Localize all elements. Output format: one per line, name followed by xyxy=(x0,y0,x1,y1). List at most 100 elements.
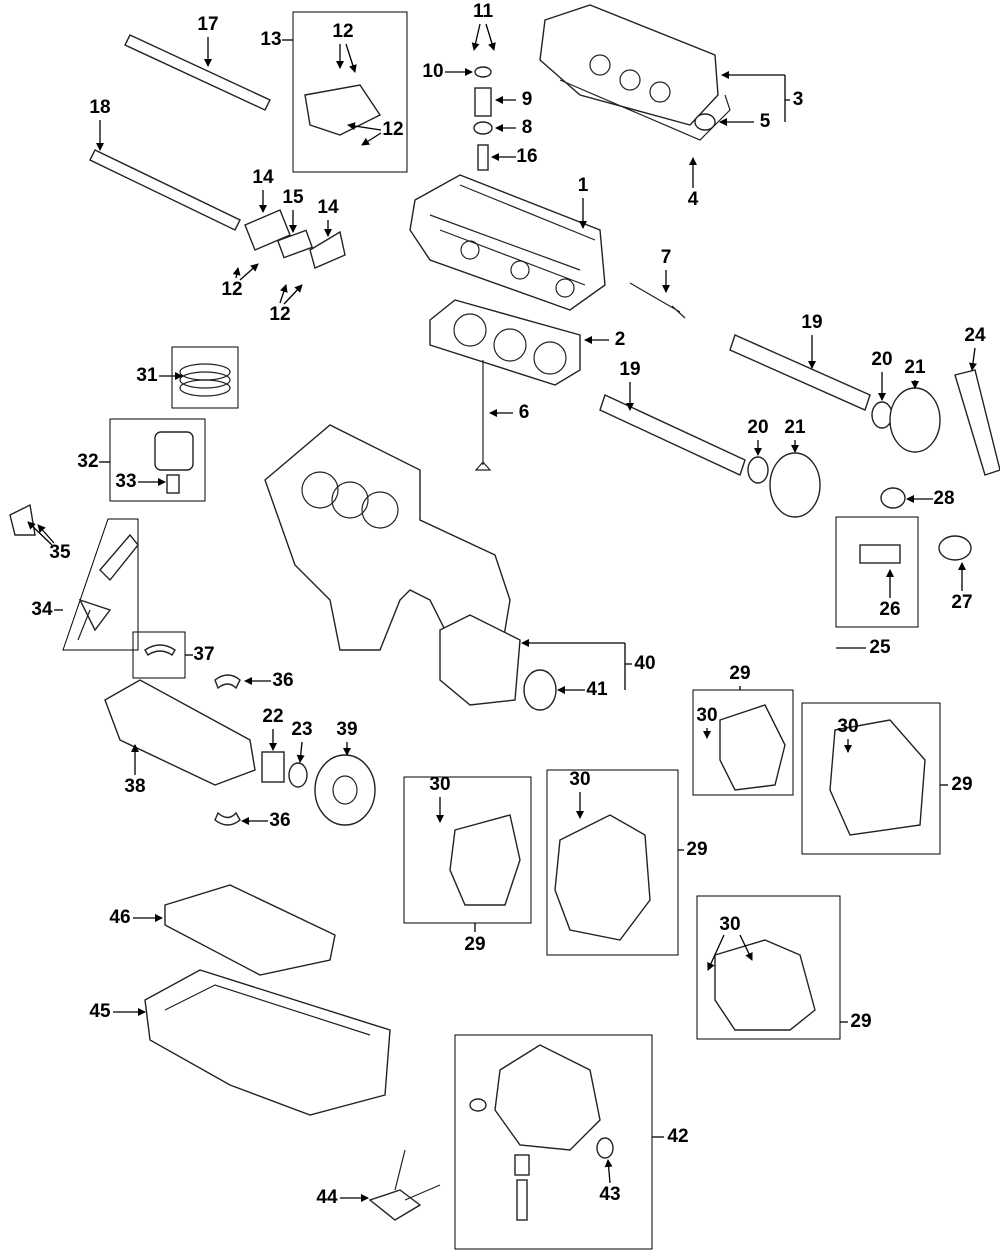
callout-label: 41 xyxy=(586,679,608,700)
callout-25: 25 xyxy=(869,637,891,658)
callout-arrow xyxy=(707,934,725,971)
callout-label: 19 xyxy=(619,359,640,380)
callout-label: 29 xyxy=(951,774,972,795)
callout-26: 26 xyxy=(879,569,901,620)
timing-belt xyxy=(954,369,1000,476)
callout-arrow xyxy=(968,347,977,371)
callout-arrow xyxy=(232,267,241,279)
callout-label: 35 xyxy=(49,542,71,563)
callout-label: 27 xyxy=(951,592,972,613)
callout-32: 32 xyxy=(77,451,98,472)
callout-label: 36 xyxy=(272,670,293,691)
callout-label: 30 xyxy=(429,774,450,795)
rocker-arms xyxy=(244,84,382,269)
callout-label: 15 xyxy=(282,187,304,208)
callout-30: 30 xyxy=(696,705,718,739)
callout-30: 30 xyxy=(707,914,753,971)
callout-46: 46 xyxy=(109,907,163,928)
callout-45: 45 xyxy=(89,1001,146,1022)
callout-39: 39 xyxy=(336,719,358,756)
callout-label: 10 xyxy=(422,61,443,82)
callout-label: 36 xyxy=(269,810,290,831)
callout-label: 19 xyxy=(801,312,822,333)
callout-21: 21 xyxy=(784,417,806,453)
callout-15: 15 xyxy=(282,187,304,233)
callout-14: 14 xyxy=(317,197,339,237)
box-31 xyxy=(171,346,239,409)
pistons-rings xyxy=(154,363,231,494)
callout-29: 29 xyxy=(951,774,972,795)
valves xyxy=(474,282,686,471)
callout-label: 13 xyxy=(260,29,281,50)
callout-arrow xyxy=(296,741,305,763)
box-34 xyxy=(62,518,139,651)
callout-label: 20 xyxy=(747,417,768,438)
callout-label: 12 xyxy=(382,119,403,140)
callout-label: 30 xyxy=(696,705,717,726)
callout-label: 38 xyxy=(124,776,145,797)
callout-label: 18 xyxy=(89,97,110,118)
callout-43: 43 xyxy=(599,1159,621,1205)
callout-18: 18 xyxy=(89,97,111,151)
callout-label: 37 xyxy=(193,644,214,665)
callout-label: 29 xyxy=(464,934,485,955)
callout-label: 39 xyxy=(336,719,357,740)
callout-label: 46 xyxy=(109,907,130,928)
callout-label: 44 xyxy=(316,1187,338,1208)
box-29e xyxy=(696,895,841,1040)
callout-arrow xyxy=(283,284,303,305)
callout-label: 17 xyxy=(197,14,218,35)
callout-arrow xyxy=(239,263,259,281)
callout-27: 27 xyxy=(951,562,973,613)
callout-35: 35 xyxy=(27,521,71,563)
callout-label: 43 xyxy=(599,1184,620,1205)
callout-22: 22 xyxy=(262,706,284,751)
callout-label: 29 xyxy=(850,1011,871,1032)
box-32 xyxy=(109,418,206,502)
callout-37: 37 xyxy=(193,644,214,665)
callout-label: 40 xyxy=(634,653,655,674)
box-29b xyxy=(801,702,941,855)
callout-label: 28 xyxy=(933,488,954,509)
callout-arrow xyxy=(485,23,496,51)
oil-pan xyxy=(144,969,391,1116)
callout-label: 23 xyxy=(291,719,312,740)
callout-44: 44 xyxy=(316,1187,369,1208)
camshafts xyxy=(599,334,941,518)
callout-arrow xyxy=(279,284,288,304)
box-37 xyxy=(132,631,186,679)
callout-label: 16 xyxy=(516,146,537,167)
callout-arrow xyxy=(37,524,55,544)
callout-arrow xyxy=(347,122,382,131)
callout-arrow xyxy=(604,1159,613,1184)
callout-label: 31 xyxy=(136,365,158,386)
callout-9: 9 xyxy=(495,89,532,110)
callout-label: 1 xyxy=(578,175,589,196)
callout-13: 13 xyxy=(260,29,281,50)
callout-12: 12 xyxy=(269,284,303,325)
callout-arrow xyxy=(27,521,53,546)
callout-label: 34 xyxy=(31,599,53,620)
callout-label: 12 xyxy=(332,21,353,42)
callout-label: 26 xyxy=(879,599,900,620)
parts xyxy=(9,4,1000,1221)
callout-label: 14 xyxy=(317,197,339,218)
callout-label: 2 xyxy=(615,329,626,350)
callout-12: 12 xyxy=(332,21,357,73)
callout-36: 36 xyxy=(241,810,291,831)
callout-29: 29 xyxy=(850,1011,871,1032)
callout-label: 8 xyxy=(522,117,533,138)
connecting-rod xyxy=(77,533,139,641)
callout-label: 24 xyxy=(964,325,986,346)
callout-33: 33 xyxy=(115,471,166,492)
callout-40: 40 xyxy=(521,639,656,674)
callout-label: 42 xyxy=(667,1126,688,1147)
callout-10: 10 xyxy=(422,61,473,82)
callout-30: 30 xyxy=(429,774,451,823)
box-13 xyxy=(292,11,408,173)
cylinder-head xyxy=(409,174,606,311)
callout-label: 30 xyxy=(569,769,590,790)
box-29d xyxy=(546,769,679,956)
callout-29: 29 xyxy=(729,663,750,684)
